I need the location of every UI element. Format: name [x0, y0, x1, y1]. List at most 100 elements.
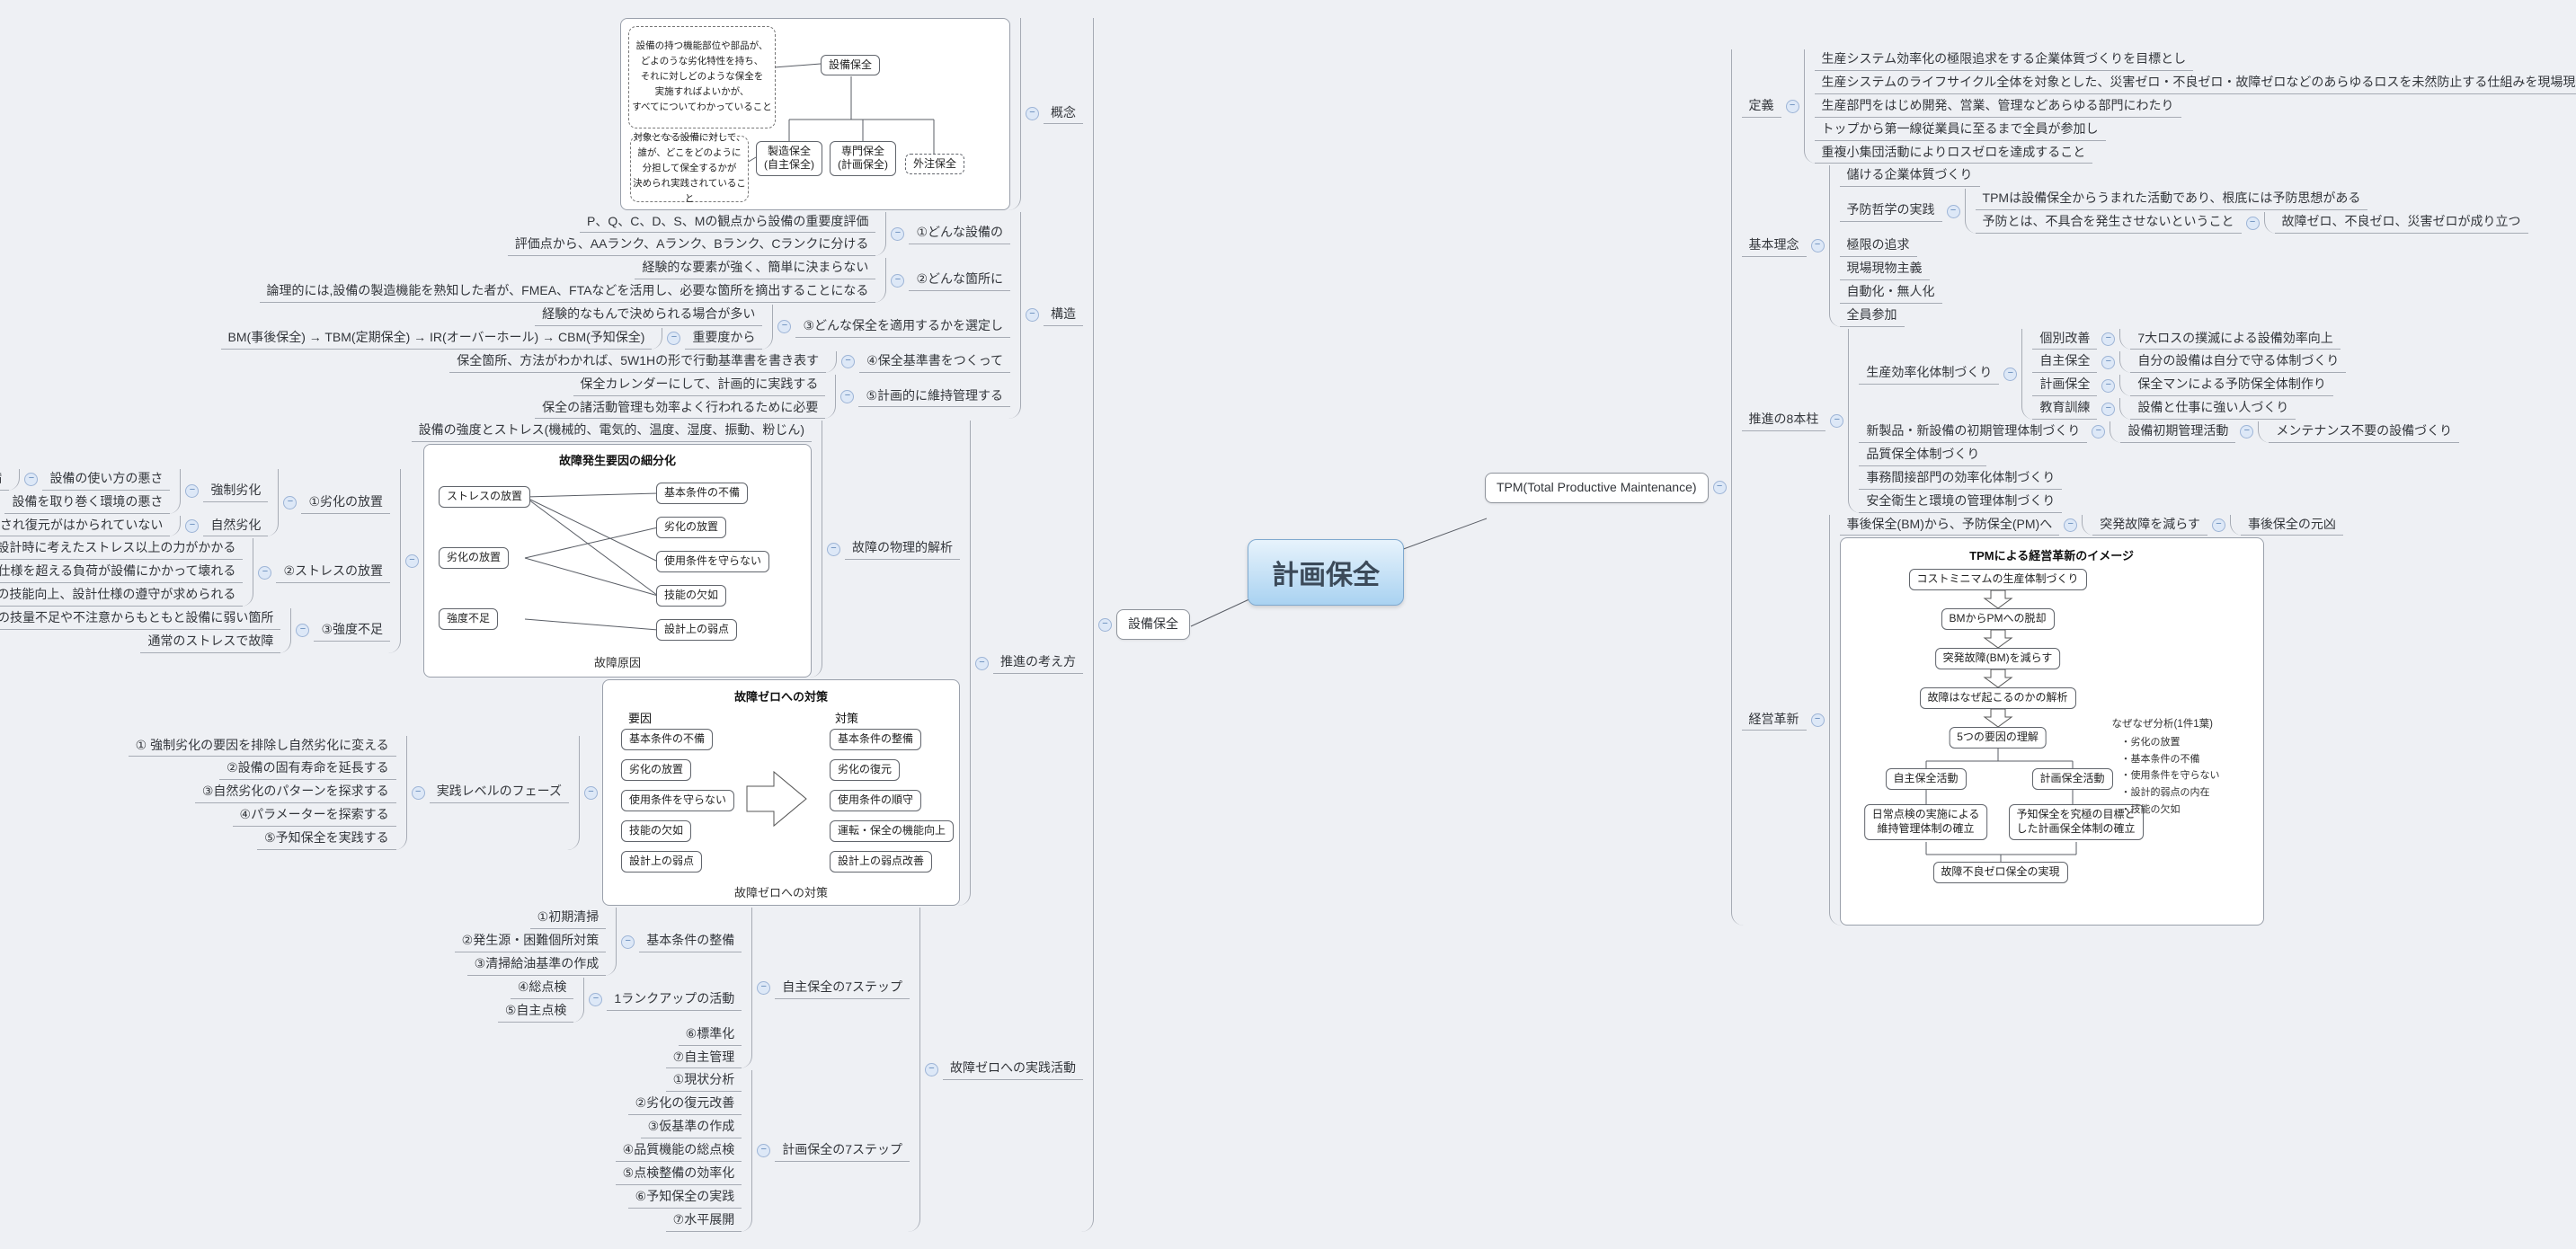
- collapse-icon[interactable]: −: [621, 935, 635, 949]
- collapse-icon[interactable]: −: [185, 484, 200, 499]
- topic[interactable]: 生産部門をはじめ開発、営業、管理などあらゆる部門にわたり: [1814, 96, 2181, 118]
- topic[interactable]: 品質保全体制づくり: [1859, 445, 1987, 466]
- topic[interactable]: 強度が十分にあるにも関わらず、設計時に考えたストレス以上の力がかかる: [0, 538, 244, 561]
- collapse-icon[interactable]: −: [2101, 378, 2116, 393]
- topic[interactable]: 設備初期管理活動: [2120, 421, 2236, 443]
- topic[interactable]: 設備保全: [1116, 609, 1190, 640]
- collapse-icon[interactable]: −: [1098, 617, 1112, 632]
- topic[interactable]: 儲ける企業体質づくり: [1839, 165, 1980, 188]
- topic[interactable]: トップから第一線従業員に至るまで全員が参加し: [1814, 120, 2106, 141]
- topic[interactable]: 自主保全: [2032, 351, 2098, 374]
- collapse-icon[interactable]: −: [411, 785, 425, 800]
- collapse-icon[interactable]: −: [584, 785, 598, 800]
- root-topic[interactable]: 計画保全: [1248, 539, 1404, 606]
- topic[interactable]: ③仮基準の作成: [640, 1117, 742, 1138]
- topic[interactable]: 全員参加: [1839, 306, 1905, 327]
- collapse-icon[interactable]: −: [841, 355, 856, 369]
- topic[interactable]: 経験的なもんで決められる場合が多い: [535, 305, 763, 326]
- topic[interactable]: メンテナンス不要の設備づくり: [2269, 421, 2460, 443]
- collapse-icon[interactable]: −: [925, 1062, 938, 1076]
- topic[interactable]: 実践レベルのフェーズ: [429, 782, 569, 804]
- collapse-icon[interactable]: −: [1810, 713, 1825, 727]
- topic[interactable]: 推進の考え方: [993, 652, 1083, 675]
- topic[interactable]: 重要度から: [685, 328, 763, 350]
- collapse-icon[interactable]: −: [777, 320, 792, 334]
- topic[interactable]: 故障の物理的解析: [845, 538, 960, 561]
- topic[interactable]: 経営革新: [1741, 710, 1807, 731]
- topic[interactable]: 現場現物主義: [1839, 259, 1930, 280]
- topic[interactable]: P、Q、C、D、S、Mの観点から設備の重要度評価: [579, 212, 876, 234]
- collapse-icon[interactable]: −: [1712, 481, 1727, 495]
- collapse-icon[interactable]: −: [1830, 413, 1844, 428]
- topic[interactable]: 新製品・新設備の初期管理体制づくり: [1859, 421, 2088, 443]
- topic[interactable]: 専門保全やオペレーターの技能向上、設計仕様の遵守が求められる: [0, 585, 244, 607]
- topic[interactable]: ④総点検: [510, 978, 574, 999]
- topic[interactable]: ①どんな設備の: [909, 223, 1010, 245]
- figure-failure-causes[interactable]: 故障発生要因の細分化ストレスの放置劣化の放置強度不足基本条件の不備劣化の放置使用…: [423, 444, 812, 678]
- topic[interactable]: ⑤自主点検: [497, 1001, 574, 1023]
- topic[interactable]: 自然劣化: [203, 516, 269, 537]
- topic[interactable]: 清掃、給油、増締めといった設備の基本条件の不備: [0, 469, 10, 491]
- collapse-icon[interactable]: −: [2211, 518, 2225, 532]
- topic[interactable]: 故障ゼロへの実践活動: [943, 1059, 1083, 1081]
- topic[interactable]: 安全衛生と環境の管理体制づくり: [1859, 492, 2063, 513]
- collapse-icon[interactable]: −: [2101, 355, 2116, 369]
- topic[interactable]: 生産効率化体制づくり: [1859, 363, 2000, 385]
- collapse-icon[interactable]: −: [258, 565, 272, 580]
- topic[interactable]: ⑤計画的に維持管理する: [858, 386, 1010, 408]
- collapse-icon[interactable]: −: [840, 390, 855, 403]
- collapse-icon[interactable]: −: [2003, 367, 2018, 381]
- topic[interactable]: 経験的な要素が強く、簡単に決まらない: [635, 258, 876, 280]
- topic[interactable]: 設備設計者の技量不足や不注意からもともと設備に弱い箇所: [0, 608, 281, 630]
- topic[interactable]: ⑦水平展開: [665, 1210, 742, 1232]
- topic[interactable]: 事後保全の元凶: [2240, 515, 2343, 536]
- topic[interactable]: 評価点から、AAランク、Aランク、Bランク、Cランクに分ける: [507, 235, 876, 257]
- topic[interactable]: 事務間接部門の効率化体制づくり: [1859, 468, 2063, 490]
- collapse-icon[interactable]: −: [1026, 107, 1039, 120]
- topic[interactable]: 構造: [1044, 305, 1083, 326]
- topic[interactable]: 故意であるないに関わらず、設備の使い方が悪く設計仕様を超える負荷が設備にかかって…: [0, 562, 244, 584]
- topic[interactable]: 基本理念: [1741, 235, 1807, 257]
- topic[interactable]: ③清掃給油基準の作成: [466, 954, 607, 976]
- collapse-icon[interactable]: −: [891, 226, 905, 241]
- topic[interactable]: 生産システムのライフサイクル全体を対象とした、災害ゼロ・不良ゼロ・故障ゼロなどの…: [1814, 73, 2576, 94]
- collapse-icon[interactable]: −: [1946, 204, 1960, 218]
- topic[interactable]: 予防哲学の実践: [1839, 200, 1942, 223]
- topic[interactable]: 保全の諸活動管理も効率よく行われるために必要: [535, 398, 826, 420]
- topic[interactable]: 7大ロスの撲滅による設備効率向上: [2130, 329, 2341, 350]
- collapse-icon[interactable]: −: [589, 993, 603, 1007]
- topic[interactable]: ④保全基準書をつくって: [859, 351, 1010, 373]
- topic[interactable]: ⑤予知保全を実践する: [257, 828, 396, 850]
- topic[interactable]: ①劣化の放置: [301, 492, 390, 514]
- collapse-icon[interactable]: −: [296, 624, 310, 638]
- topic[interactable]: 強制劣化: [203, 481, 269, 502]
- figure-gainen[interactable]: 設備の持つ機能部位や部品が、どよのうな劣化特性を持ち、それに対しどのような保全を…: [620, 17, 1010, 210]
- collapse-icon[interactable]: −: [757, 1144, 771, 1158]
- topic[interactable]: 生産システム効率化の極限追求をする企業体質づくりを目標とし: [1814, 49, 2194, 71]
- topic[interactable]: 推進の8本柱: [1741, 410, 1826, 431]
- topic[interactable]: ③強度不足: [314, 620, 390, 642]
- topic[interactable]: 通常のストレスで故障: [140, 632, 281, 653]
- collapse-icon[interactable]: −: [2240, 425, 2254, 439]
- topic[interactable]: ①現状分析: [665, 1070, 742, 1093]
- topic[interactable]: 設備と仕事に強い人づくり: [2130, 398, 2296, 420]
- topic[interactable]: 1ランクアップの活動: [607, 989, 742, 1011]
- topic[interactable]: 設備の強度とストレス(機械的、電気的、温度、湿度、振動、粉じん): [411, 421, 812, 443]
- topic[interactable]: 極限の追求: [1839, 235, 1917, 257]
- collapse-icon[interactable]: −: [827, 542, 840, 556]
- topic[interactable]: 基本条件の整備: [639, 931, 742, 952]
- topic[interactable]: ①初期清掃: [529, 908, 607, 930]
- collapse-icon[interactable]: −: [283, 496, 298, 510]
- topic[interactable]: ⑥標準化: [678, 1024, 742, 1046]
- topic[interactable]: 寿命になったものがそのまま放置され復元がはかられていない: [0, 516, 171, 537]
- collapse-icon[interactable]: −: [2101, 332, 2116, 346]
- topic[interactable]: 計画保全: [2032, 375, 2098, 397]
- topic[interactable]: ③どんな保全を適用するかを選定し: [795, 316, 1010, 338]
- collapse-icon[interactable]: −: [757, 981, 771, 996]
- collapse-icon[interactable]: −: [1026, 308, 1039, 323]
- collapse-icon[interactable]: −: [891, 273, 905, 288]
- collapse-icon[interactable]: −: [975, 656, 989, 670]
- collapse-icon[interactable]: −: [405, 554, 419, 568]
- collapse-icon[interactable]: −: [1810, 239, 1825, 253]
